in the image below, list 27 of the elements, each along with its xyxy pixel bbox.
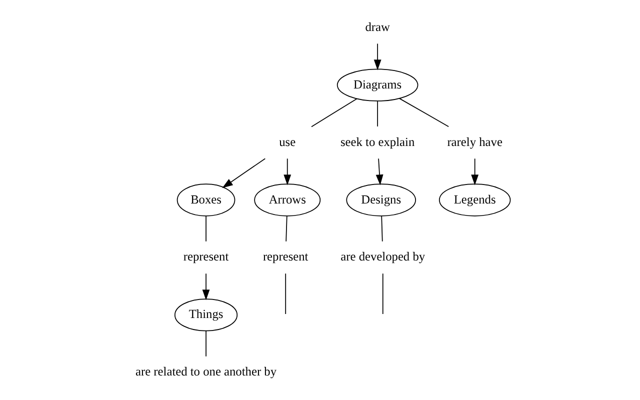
node-ellipse: Legends (438, 184, 511, 216)
node-text: are developed by (340, 250, 426, 264)
arrow (222, 158, 266, 188)
node-ellipse: Arrows (254, 184, 321, 216)
node-ellipse: Diagrams (336, 68, 418, 102)
arrow (374, 43, 382, 70)
connector (286, 216, 288, 242)
arrow (376, 158, 384, 186)
connector (285, 273, 286, 314)
connector (377, 100, 378, 127)
connector (311, 98, 358, 128)
node-text: represent (262, 250, 308, 264)
node-text: draw (365, 20, 390, 34)
connector (381, 216, 383, 242)
connector (398, 98, 450, 128)
arrow (284, 158, 292, 186)
node-ellipse: Boxes (176, 184, 236, 216)
node-text: seek to explain (340, 134, 415, 149)
arrow (471, 158, 479, 186)
node-text: use (279, 134, 296, 149)
node-text: rarely have (447, 134, 502, 149)
connector (382, 273, 384, 314)
arrow (202, 273, 210, 300)
node-ellipse: Designs (346, 184, 416, 216)
node-ellipse: Things (174, 298, 238, 332)
node-text: represent (183, 250, 229, 264)
node-text: are related to one another by (136, 364, 277, 379)
